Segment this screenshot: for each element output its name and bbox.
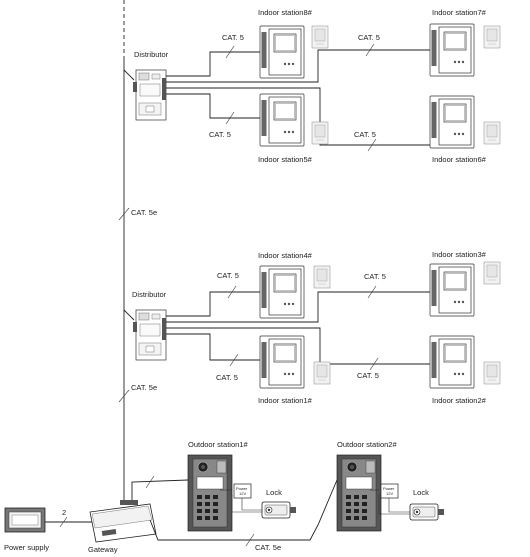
- lock-1: [261, 501, 297, 519]
- outdoor-station-1: [187, 454, 233, 532]
- cable-mark-cat5e-middle: [118, 207, 130, 221]
- distributor-top: [132, 69, 167, 121]
- power-unit-1: Power 12V: [233, 483, 252, 499]
- wire-to-indoor8: [166, 51, 262, 77]
- backbone-bend-top: [123, 69, 135, 81]
- indoor-station-4-label: Indoor station4#: [258, 251, 313, 260]
- indoor-station-8-label: Indoor station8#: [258, 8, 313, 17]
- gateway: [89, 500, 157, 543]
- wire-to-indoor6: [166, 87, 432, 146]
- indoor-station-3: [429, 261, 501, 317]
- cat5-label-top-1: CAT. 5: [222, 33, 244, 42]
- cat5-label-top-3: CAT. 5: [209, 130, 231, 139]
- indoor-station-2: [429, 335, 501, 389]
- power-unit-2: Power 12V: [380, 483, 399, 499]
- cat5-label-bot-1: CAT. 5: [217, 271, 239, 280]
- cat5e-label-bottom: CAT. 5e: [255, 543, 281, 552]
- power-unit-2-label: Power: [383, 486, 395, 491]
- mark-bottom: [245, 533, 255, 547]
- mark-bot-2: [367, 285, 377, 299]
- cat5e-label-middle: CAT. 5e: [131, 208, 157, 217]
- indoor-station-6: [429, 95, 501, 149]
- wire-psu2-lock2: [388, 498, 410, 513]
- wire-outdoor1-lock1: [231, 494, 262, 513]
- gateway-label: Gateway: [88, 545, 118, 554]
- lock-2: [409, 503, 445, 521]
- cat5-label-bot-2: CAT. 5: [364, 272, 386, 281]
- power-supply-label: Power supply: [4, 543, 49, 552]
- indoor-station-1: [259, 335, 331, 389]
- wire-to-indoor4: [166, 291, 262, 317]
- indoor-station-5-label: Indoor station5#: [258, 155, 313, 164]
- indoor-station-3-label: Indoor station3#: [432, 250, 487, 259]
- wire-to-indoor1: [166, 333, 262, 361]
- indoor-station-2-label: Indoor station2#: [432, 396, 487, 405]
- indoor-station-1-label: Indoor station1#: [258, 396, 313, 405]
- indoor-station-7: [429, 23, 501, 77]
- wire-to-indoor5: [166, 93, 262, 119]
- outdoor-station-1-label: Outdoor station1#: [188, 440, 248, 449]
- mark-bot-4: [369, 357, 379, 371]
- wire-to-indoor7: [166, 49, 432, 83]
- backbone-bend-bottom: [123, 309, 135, 321]
- cable-count-label: 2: [62, 508, 66, 517]
- distributor-top-label: Distributor: [134, 50, 169, 59]
- power-unit-2-voltage: 12V: [386, 491, 393, 496]
- outdoor-station-2-label: Outdoor station2#: [337, 440, 397, 449]
- cat5-label-top-4: CAT. 5: [354, 130, 376, 139]
- cat5e-label-lower: CAT. 5e: [131, 383, 157, 392]
- mark-power: [59, 516, 68, 528]
- indoor-station-7-label: Indoor station7#: [432, 8, 487, 17]
- wire-to-indoor3: [166, 291, 432, 323]
- power-supply: [4, 507, 46, 533]
- wire-to-indoor2: [166, 327, 432, 365]
- mark-top-1: [225, 45, 235, 59]
- power-unit-1-label: Power: [236, 486, 248, 491]
- mark-outdoor1: [145, 475, 155, 489]
- mark-bot-1: [227, 285, 237, 299]
- cat5-label-top-2: CAT. 5: [358, 33, 380, 42]
- mark-top-4: [367, 138, 377, 152]
- mark-bot-3: [229, 353, 239, 367]
- wire-gateway-outdoor2: [149, 479, 338, 541]
- cable-mark-cat5e-lower: [118, 389, 130, 403]
- mark-top-2: [365, 43, 375, 57]
- wire-psu1-lock1: [241, 498, 262, 511]
- cat5-label-bot-4: CAT. 5: [357, 371, 379, 380]
- distributor-bottom: [132, 309, 167, 361]
- mark-top-3: [225, 111, 235, 125]
- lock-2-label: Lock: [413, 488, 429, 497]
- power-unit-1-voltage: 12V: [239, 491, 246, 496]
- outdoor-station-2: [336, 454, 382, 532]
- wire-gateway-outdoor1: [131, 479, 189, 500]
- cat5-label-bot-3: CAT. 5: [216, 373, 238, 382]
- wire-outdoor2-lock2: [378, 494, 410, 515]
- lock-1-label: Lock: [266, 488, 282, 497]
- indoor-station-5: [259, 93, 329, 147]
- indoor-station-6-label: Indoor station6#: [432, 155, 487, 164]
- distributor-bottom-label: Distributor: [132, 290, 167, 299]
